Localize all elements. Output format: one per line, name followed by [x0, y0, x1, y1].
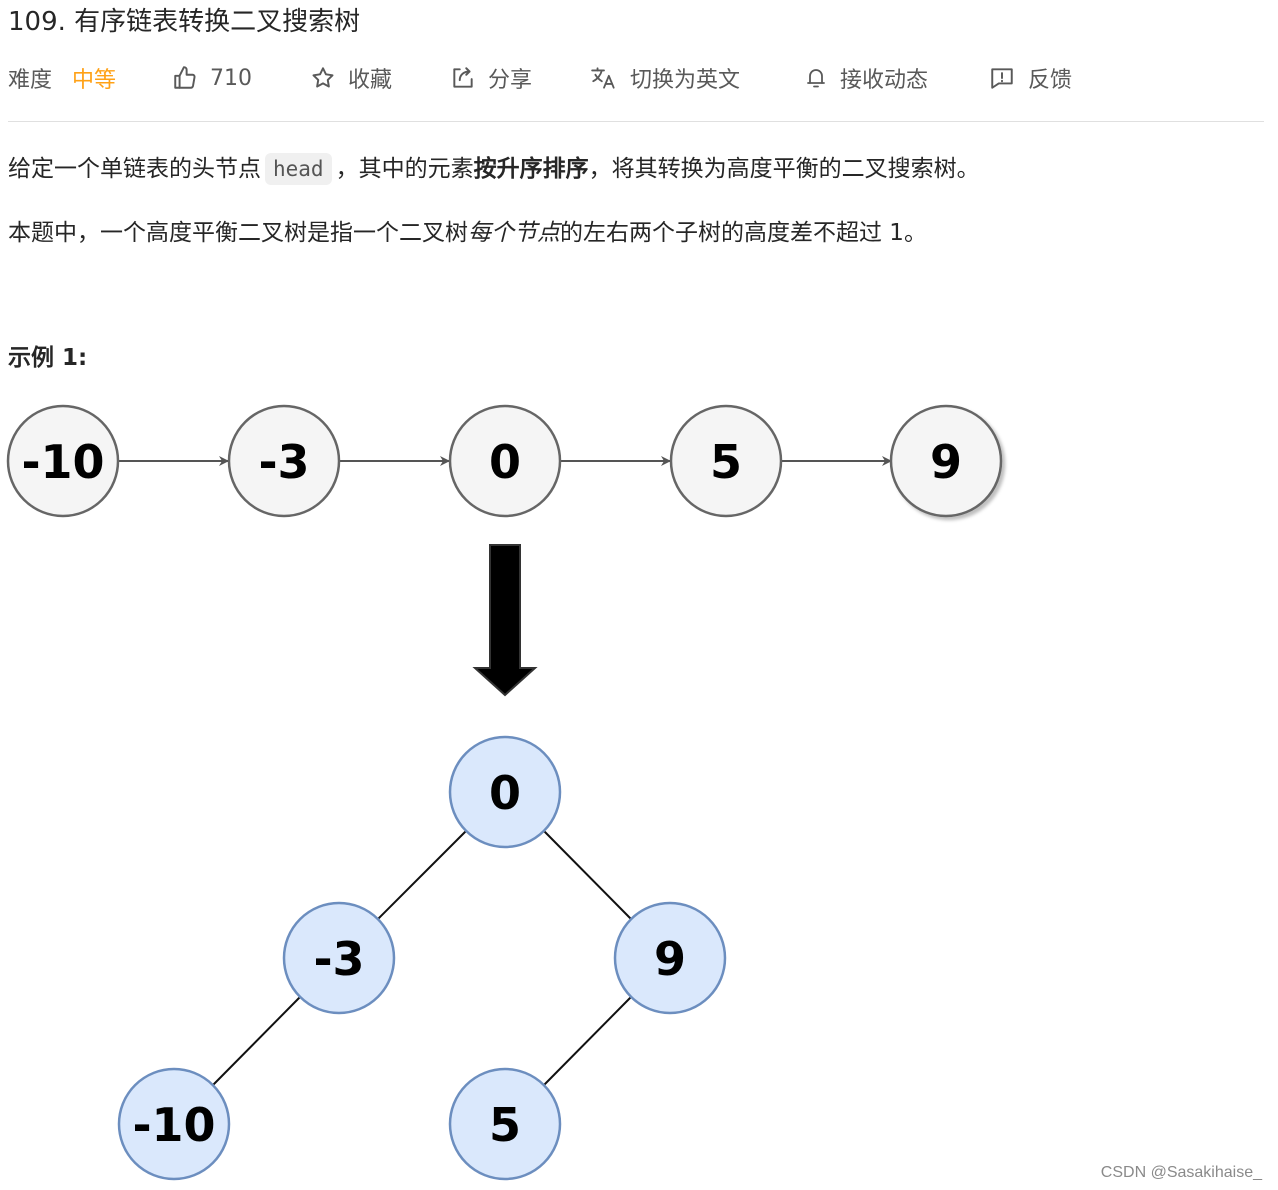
like-count: 710 — [210, 65, 252, 91]
tree-node-right: 9 — [613, 901, 727, 1015]
example-diagram: -10 -3 0 5 9 0 -3 9 -10 5 — [6, 404, 1003, 1181]
description-paragraph-2: 本题中，一个高度平衡二叉树是指一个二叉树每个节点的左右两个子树的高度差不超过 1… — [8, 215, 927, 251]
tree-node-label: -10 — [132, 1098, 215, 1152]
share-button[interactable]: 分享 — [450, 58, 532, 98]
switch-language-button[interactable]: 切换为英文 — [590, 58, 740, 98]
feedback-button[interactable]: 反馈 — [988, 58, 1072, 98]
tree-node-left: -3 — [282, 901, 396, 1015]
description-bold-text: 按升序排序 — [473, 156, 589, 182]
list-node-label: -10 — [21, 435, 104, 489]
tree-edge — [543, 830, 632, 920]
difficulty-indicator: 难度 中等 — [8, 58, 116, 98]
description-text: 本题中，一个高度平衡二叉树是指一个二叉树 — [8, 220, 468, 246]
tree-node-label: 9 — [654, 932, 686, 986]
like-button[interactable]: 710 — [172, 58, 252, 98]
feedback-icon — [988, 65, 1016, 91]
star-icon — [310, 65, 336, 91]
difficulty-label: 难度 — [8, 68, 53, 93]
inline-code-head: head — [265, 153, 332, 185]
share-icon — [450, 65, 476, 91]
favorite-label: 收藏 — [348, 68, 393, 93]
tree-edge — [543, 996, 632, 1086]
switch-language-label: 切换为英文 — [630, 68, 741, 93]
problem-title: 109. 有序链表转换二叉搜索树 — [8, 7, 361, 37]
list-node: 0 — [448, 404, 562, 518]
favorite-button[interactable]: 收藏 — [310, 58, 392, 98]
list-node: 5 — [669, 404, 783, 518]
description-text: 的左右两个子树的高度差不超过 1。 — [560, 220, 927, 246]
description-text: ，其中的元素 — [335, 156, 474, 182]
watermark: CSDN @Sasakihaise_ — [1100, 1164, 1262, 1181]
thumbs-up-icon — [172, 65, 198, 91]
list-node: -10 — [6, 404, 120, 518]
tree-edge — [377, 830, 467, 920]
description-italic-text: 每个节点 — [468, 220, 560, 246]
list-node-label: -3 — [258, 435, 309, 489]
tree-node-label: 0 — [489, 766, 521, 820]
transform-arrow — [472, 544, 538, 697]
description-text: ，将其转换为高度平衡的二叉搜索树。 — [588, 156, 980, 182]
tree-node-left-left: -10 — [117, 1067, 231, 1181]
list-node-label: 5 — [710, 435, 742, 489]
tree-node-right-left: 5 — [448, 1067, 562, 1181]
difficulty-value: 中等 — [72, 68, 117, 93]
tree-edge — [212, 996, 301, 1086]
share-label: 分享 — [488, 68, 533, 93]
subscribe-label: 接收动态 — [840, 68, 929, 93]
bell-icon — [804, 65, 828, 91]
list-node-label: 9 — [930, 435, 962, 489]
list-node: 9 — [889, 404, 1003, 518]
tree-node-label: -3 — [313, 932, 364, 986]
description-text: 给定一个单链表的头节点 — [8, 156, 261, 182]
list-node-label: 0 — [489, 435, 521, 489]
problem-toolbar: 难度 中等 710 收藏 分享 — [8, 58, 1268, 98]
tree-node-root: 0 — [448, 735, 562, 849]
tree-node-label: 5 — [489, 1098, 521, 1152]
header-divider — [8, 121, 1264, 122]
example-title: 示例 1: — [8, 345, 88, 371]
feedback-label: 反馈 — [1028, 68, 1073, 93]
subscribe-button[interactable]: 接收动态 — [804, 58, 928, 98]
list-node: -3 — [227, 404, 341, 518]
translate-icon — [590, 65, 618, 91]
